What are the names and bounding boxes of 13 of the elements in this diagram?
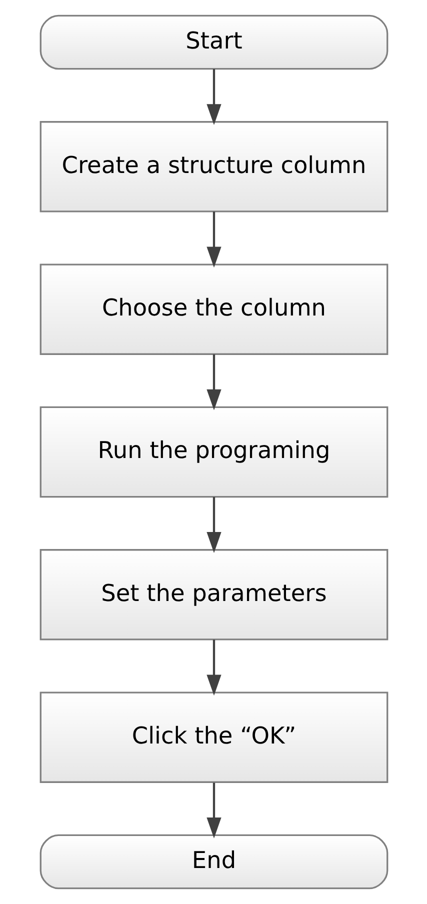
node-box: Choose the column [39,264,388,355]
arrow [206,354,221,410]
node-box: End [39,834,388,890]
node-box: Set the parameters [39,549,388,640]
node-box: Click the “OK” [39,692,388,783]
arrow [206,497,221,553]
arrow [206,782,221,838]
node-box: Run the programing [39,406,388,498]
arrow [206,212,221,268]
node-box: Start [39,14,388,70]
arrow [206,640,221,696]
arrow [206,69,221,126]
node-box: Create a structure column [39,121,388,212]
